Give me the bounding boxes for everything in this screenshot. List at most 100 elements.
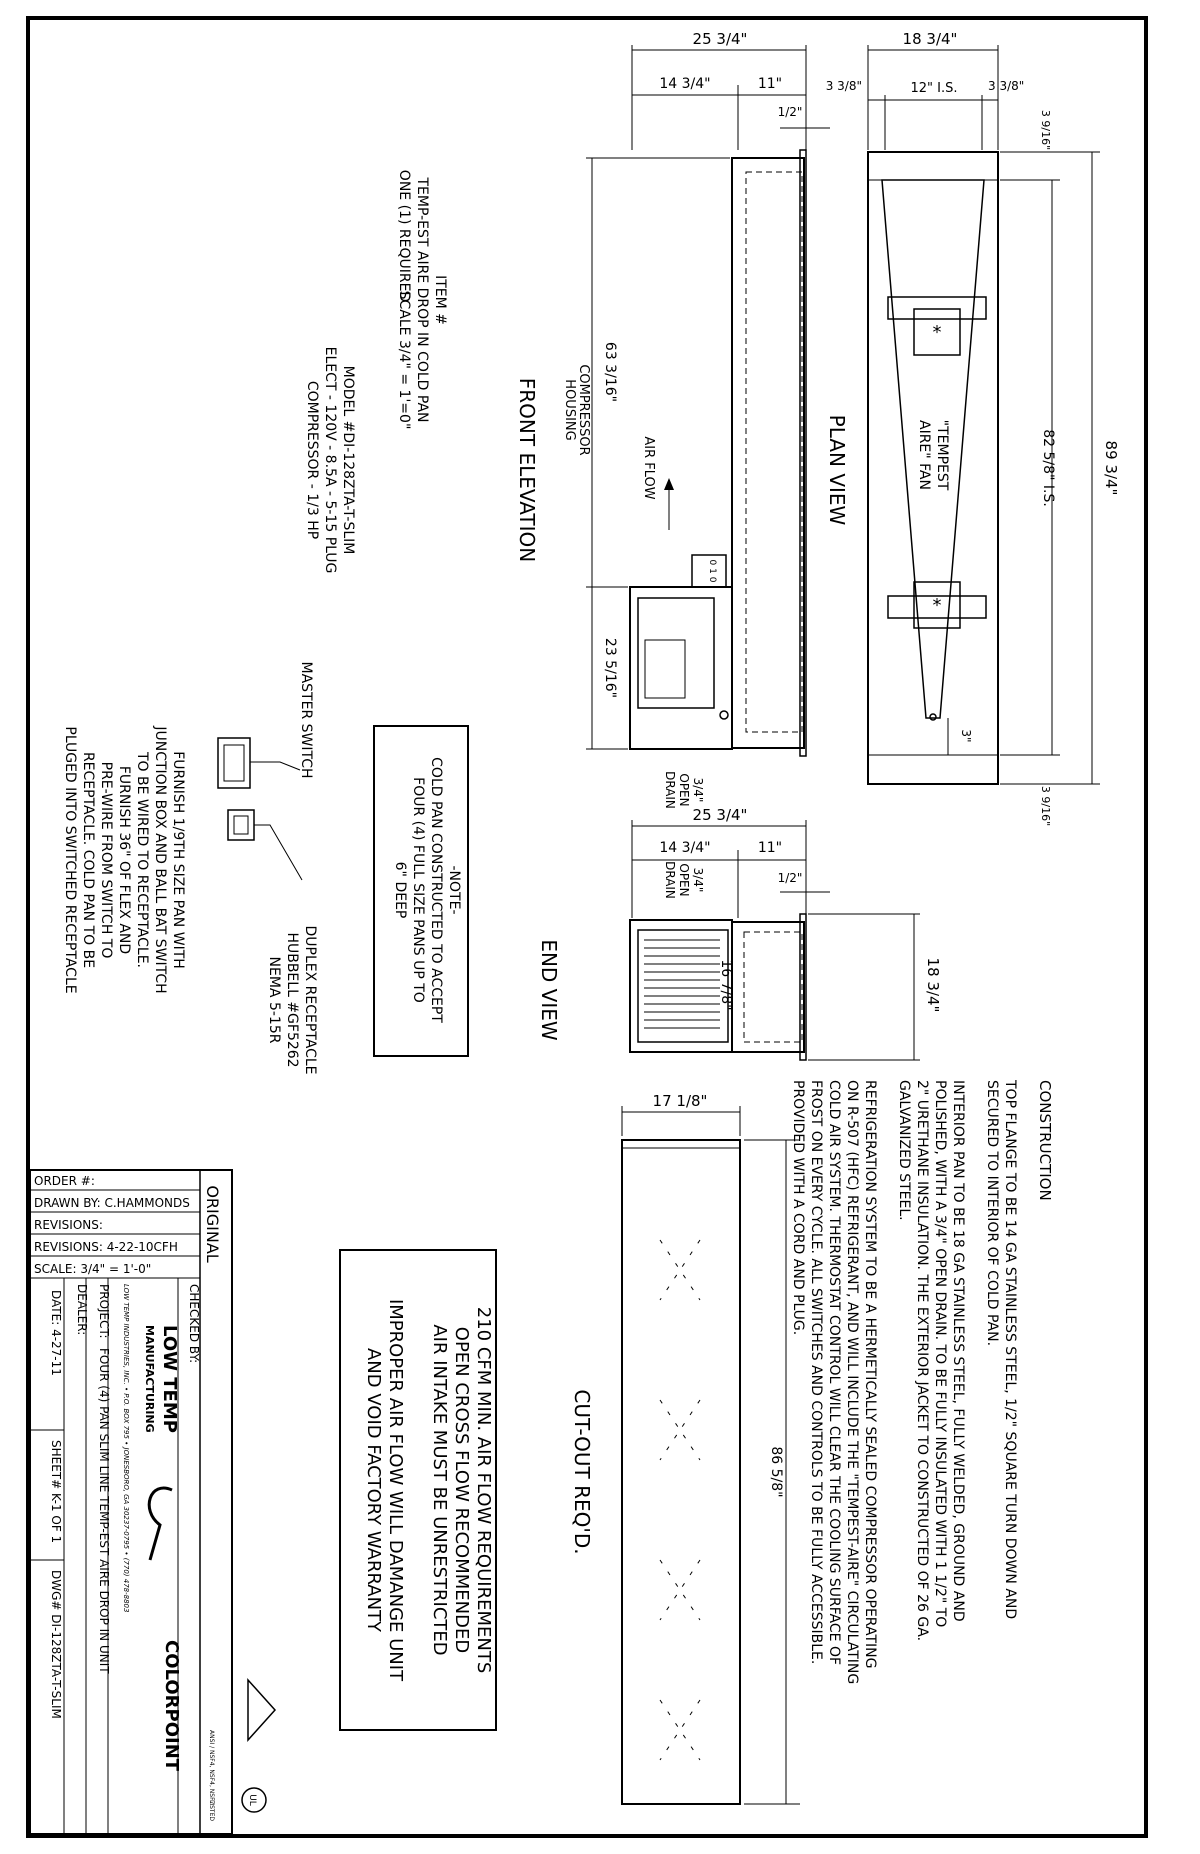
note-title: -NOTE- — [446, 866, 462, 915]
checked-by-field: CHECKED BY: — [187, 1284, 201, 1363]
end-view-title: END VIEW — [537, 939, 561, 1041]
switch-note-l4: FURNISH 36" OF FLEX AND — [116, 766, 132, 954]
drawn-by-field: DRAWN BY: C.HAMMONDS — [34, 1196, 190, 1210]
switch-note-l6: RECEPTACLE. COLD PAN TO BE — [80, 752, 96, 968]
end-lower-dim: 11" — [758, 840, 782, 856]
plan-inner-taper — [881, 179, 985, 719]
cutout-length-dim: 86 5/8" — [768, 1446, 784, 1497]
fan-icon-top — [913, 308, 961, 356]
compressor-line: COMPRESSOR - 1/3 HP — [304, 381, 320, 539]
switch-note-l5: PRE-WIRE FROM SWITCH TO — [98, 762, 114, 959]
svg-text:*: * — [933, 322, 942, 343]
item-line1: ITEM # — [432, 275, 448, 325]
plan-outline — [867, 151, 999, 785]
project-value: FOUR (4) PAN SLIM LINE TEMP-EST AIRE DRO… — [97, 1348, 111, 1674]
note-l1: COLD PAN CONSTRUCTED TO ACCEPT — [428, 757, 444, 1023]
master-switch-label: MASTER SWITCH — [298, 661, 314, 778]
item-line2: TEMP-EST AIRE DROP IN COLD PAN — [414, 176, 430, 422]
item-block: ITEM # TEMP-EST AIRE DROP IN COLD PAN ON… — [396, 170, 448, 430]
scale-field: SCALE: 3/4" = 1'-0" — [34, 1262, 151, 1276]
switch-note-l2: JUNCTION BOX AND BALL BAT SWITCH — [152, 725, 168, 993]
cert-text: ANSI / NSF4, NSF4, NSF7 — [208, 1730, 215, 1805]
duplex-receptacle-icon — [227, 809, 255, 841]
note-l3: 6" DEEP — [392, 862, 408, 919]
construction-p2-l2: POLISHED, WITH A 3/4" OPEN DRAIN. TO BE … — [932, 1080, 948, 1627]
cutout-view: 17 1/8" 86 5/8" CUT-OUT REQ'D. — [570, 1092, 800, 1805]
plan-side-right-dim: 3 3/8" — [988, 79, 1024, 93]
plan-view: * * "TEMPEST AIRE" FAN PLAN VIEW 18 3/4"… — [825, 30, 1120, 826]
revisions2-field: REVISIONS: 4-22-10CFH — [34, 1240, 178, 1254]
compressor-housing — [629, 586, 733, 750]
item-line3: ONE (1) REQUIRED — [396, 170, 412, 302]
front-elevation-title: FRONT ELEVATION — [515, 378, 539, 562]
front-height-dim: 25 3/4" — [693, 30, 748, 48]
model-block: MODEL #DI-128ZTA-T-SLIM ELECT - 120V - 8… — [304, 347, 356, 574]
front-length-dim: 63 3/16" — [602, 342, 618, 402]
duplex-l1: DUPLEX RECEPTACLE — [302, 925, 318, 1074]
construction-p3-l3: COLD AIR SYSTEM. THERMOSTAT CONTROL WILL… — [826, 1080, 842, 1665]
note-l2: FOUR (4) FULL SIZE PANS UP TO — [410, 777, 426, 1003]
construction-p3-l4: FROST ON EVERY CYCLE. ALL SWITCHES AND C… — [808, 1080, 824, 1664]
listed-text: LISTED — [208, 1800, 215, 1821]
cutout-width-dim: 17 1/8" — [653, 1092, 708, 1110]
switch-note-l7: PLUGED INTO SWITCHED RECEPTACLE — [62, 726, 78, 993]
front-upper-dim: 14 3/4" — [659, 76, 710, 92]
plan-fan-offset-dim: 3" — [959, 729, 973, 742]
construction-p2-l4: GALVANIZED STEEL. — [896, 1080, 912, 1221]
master-switch-icon — [217, 737, 251, 789]
plan-end-bottom-dim: 3 9/16" — [1039, 786, 1052, 826]
construction-p2-l1: INTERIOR PAN TO BE 18 GA STAINLESS STEEL… — [950, 1080, 966, 1622]
construction-p3-l5: PROVIDED WITH A CORD AND PLUG. — [790, 1080, 806, 1335]
plan-view-title: PLAN VIEW — [825, 415, 849, 526]
title-block: ORDER #: DRAWN BY: C.HAMMONDS REVISIONS:… — [29, 1169, 277, 1835]
plan-end-top-dim: 3 9/16" — [1039, 110, 1052, 150]
construction-p1-l2: SECURED TO INTERIOR OF COLD PAN. — [984, 1080, 1000, 1346]
construction-heading: CONSTRUCTION — [1036, 1080, 1054, 1201]
model-line: MODEL #DI-128ZTA-T-SLIM — [340, 366, 356, 555]
front-elevation: 0 1 0 AIR FLOW HOUSING COMPRESSOR 25 3/4… — [515, 30, 830, 809]
company-address: LOW TEMP INDUSTRIES, INC. • P.O. BOX 795… — [122, 1284, 130, 1612]
order-field: ORDER #: — [34, 1174, 95, 1188]
construction-p3-l2: ON R-507 (HFC) REFRIGERANT, AND WILL INC… — [844, 1080, 860, 1684]
airflow-l1: 210 CFM MIN. AIR FLOW REQUIREMENTS — [473, 1307, 494, 1673]
original-label: ORIGINAL — [203, 1185, 222, 1262]
end-drain-1: 3/4" — [691, 868, 705, 893]
plan-inner-length-dim: 82 5/8" I.S. — [1040, 429, 1056, 507]
plan-side-left-dim: 3 3/8" — [826, 79, 862, 93]
end-height-dim: 25 3/4" — [693, 806, 748, 824]
sheet-field: SHEET# K-1 OF 1 — [49, 1440, 63, 1543]
compressor-label: COMPRESSOR — [576, 364, 591, 455]
elect-line: ELECT - 120V - 8.5A - 5-15 PLUG — [322, 347, 338, 574]
tempest-fan-label-2: AIRE" FAN — [916, 420, 932, 490]
switch-note-l1: FURNISH 1/9TH SIZE PAN WITH — [170, 751, 186, 969]
ul-cert-icon — [241, 1787, 267, 1813]
cutout-title: CUT-OUT REQ'D. — [570, 1389, 594, 1554]
end-width-dim: 18 3/4" — [924, 958, 942, 1013]
end-drain-2: OPEN — [677, 863, 691, 896]
plan-inner-dim: 12" I.S. — [910, 81, 957, 96]
company-logo-text: LOW TEMP — [159, 1325, 180, 1433]
plan-width-dim: 18 3/4" — [903, 30, 958, 48]
front-housing-dim: 23 5/16" — [602, 638, 618, 698]
end-view: 25 3/4" 14 3/4" 11" 1/2" 16 7/8" 18 3/4"… — [537, 806, 942, 1061]
ul-text: UL — [247, 1794, 257, 1806]
colorpoint-logo: COLORPOINT — [161, 1640, 182, 1772]
open-drain-3: DRAIN — [663, 771, 677, 809]
end-drain-3: DRAIN — [663, 861, 677, 899]
dwg-field: DWG# DI-128ZTA-T-SLIM — [49, 1570, 63, 1719]
open-drain-2: OPEN — [677, 773, 691, 806]
construction-p2-l3: 2" URETHANE INSULATION. THE EXTERIOR JAC… — [914, 1080, 930, 1641]
construction-block: CONSTRUCTION TOP FLANGE TO BE 14 GA STAI… — [790, 1079, 1054, 1684]
svg-text:*: * — [933, 595, 942, 616]
dealer-label: DEALER: — [75, 1284, 89, 1335]
project-label: PROJECT: — [97, 1284, 111, 1339]
switch-note-l3: TO BE WIRED TO RECEPTACLE. — [134, 751, 150, 968]
airflow-l3: AIR INTAKE MUST BE UNRESTRICTED — [429, 1324, 450, 1655]
open-drain-1: 3/4" — [691, 778, 705, 803]
swoosh-logo-icon — [147, 1486, 173, 1561]
duplex-l3: NEMA 5-15R — [266, 957, 282, 1044]
tempest-fan-label-1: "TEMPEST — [934, 420, 950, 491]
airflow-l4: IMPROPER AIR FLOW WILL DAMANGE UNIT — [385, 1299, 406, 1682]
airflow-warning: 210 CFM MIN. AIR FLOW REQUIREMENTS OPEN … — [339, 1249, 497, 1731]
